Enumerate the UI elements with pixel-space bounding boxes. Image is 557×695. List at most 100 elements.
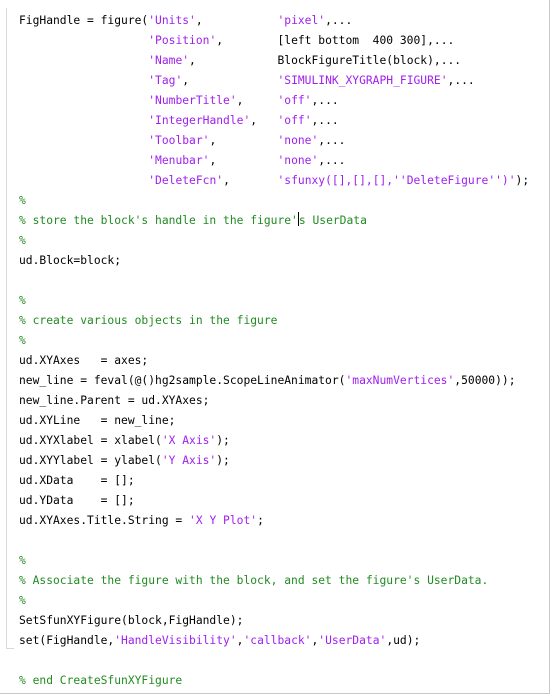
code-text: ,50000)); (454, 374, 516, 387)
code-text: ,... (318, 154, 346, 167)
code-line[interactable]: 'IntegerHandle', 'off',... (19, 111, 543, 131)
code-text (19, 94, 148, 107)
code-text: ; (257, 514, 264, 527)
string-literal: 'none' (277, 134, 319, 147)
code-text: , (223, 174, 278, 187)
string-literal: 'sfunxy([],[],[],''DeleteFigure'')' (277, 174, 516, 187)
code-line[interactable]: % (19, 551, 543, 571)
code-line[interactable]: 'DeleteFcn', 'sfunxy([],[],[],''DeleteFi… (19, 171, 543, 191)
string-literal: 'none' (277, 154, 319, 167)
string-literal: 'HandleVisibility' (114, 634, 237, 647)
code-text: ,... (325, 14, 353, 27)
code-text: ud.XYAxes = axes; (19, 354, 149, 367)
code-line[interactable]: ud.XYAxes.Title.String = 'X Y Plot'; (19, 511, 543, 531)
string-literal: 'Toolbar' (148, 134, 210, 147)
code-text: , (209, 154, 278, 167)
string-literal: 'off' (277, 94, 312, 107)
code-line[interactable]: % store the block's handle in the figure… (19, 211, 543, 231)
comment-text: % (19, 554, 26, 567)
comment-text: % (19, 334, 26, 347)
code-text: ud.Block=block; (19, 254, 122, 267)
code-line[interactable] (19, 531, 543, 551)
code-text: ,... (311, 94, 339, 107)
string-literal: 'Tag' (148, 74, 183, 87)
code-line[interactable]: 'Menubar', 'none',... (19, 151, 543, 171)
string-literal: 'Units' (148, 14, 196, 27)
code-text (19, 54, 148, 67)
code-text: , (195, 14, 278, 27)
fold-end-marker (6, 648, 14, 649)
string-literal: 'IntegerHandle' (148, 114, 251, 127)
code-line[interactable]: ud.Block=block; (19, 251, 543, 271)
code-text: , (209, 134, 278, 147)
code-line[interactable]: % (19, 331, 543, 351)
code-text (19, 34, 148, 47)
string-literal: 'Name' (148, 54, 190, 67)
code-text: SetSfunXYFigure(block,FigHandle); (19, 614, 244, 627)
code-line[interactable]: % (19, 231, 543, 251)
code-text: ud.XYYlabel = ylabel( (19, 454, 162, 467)
code-line[interactable]: 'Tag', 'SIMULINK_XYGRAPH_FIGURE',... (19, 71, 543, 91)
code-line[interactable]: % (19, 191, 543, 211)
code-line[interactable]: % create various objects in the figure (19, 311, 543, 331)
code-line[interactable]: % (19, 591, 543, 611)
code-text: , (182, 74, 278, 87)
string-literal: 'Menubar' (148, 154, 210, 167)
comment-text: % end CreateSfunXYFigure (19, 674, 183, 687)
code-line[interactable]: 'NumberTitle', 'off',... (19, 91, 543, 111)
code-line[interactable]: % (19, 291, 543, 311)
code-line[interactable]: FigHandle = figure('Units', 'pixel',... (19, 11, 543, 31)
code-text: , [left bottom 400 300],... (216, 34, 455, 47)
code-line[interactable]: 'Position', [left bottom 400 300],... (19, 31, 543, 51)
code-text (19, 134, 148, 147)
code-text: , BlockFigureTitle(block),... (189, 54, 462, 67)
code-line[interactable]: ud.XYAxes = axes; (19, 351, 543, 371)
code-text: new_line.Parent = ud.XYAxes; (19, 394, 210, 407)
code-text: ud.XYLine = new_line; (19, 414, 176, 427)
comment-text: s UserData (298, 214, 367, 227)
code-line[interactable] (19, 651, 543, 671)
code-text: ud.XYXlabel = xlabel( (19, 434, 162, 447)
string-literal: 'off' (277, 114, 312, 127)
string-literal: 'SIMULINK_XYGRAPH_FIGURE' (277, 74, 448, 87)
code-line[interactable]: new_line.Parent = ud.XYAxes; (19, 391, 543, 411)
string-literal: 'pixel' (277, 14, 326, 27)
code-line[interactable]: SetSfunXYFigure(block,FigHandle); (19, 611, 543, 631)
code-text: , (236, 634, 244, 647)
string-literal: 'Y Axis' (161, 454, 217, 467)
string-literal: 'callback' (243, 634, 312, 647)
string-literal: 'X Y Plot' (189, 514, 258, 527)
code-line[interactable]: % end CreateSfunXYFigure (19, 671, 543, 691)
code-line[interactable]: 'Toolbar', 'none',... (19, 131, 543, 151)
code-line[interactable]: ud.XYYlabel = ylabel('Y Axis'); (19, 451, 543, 471)
code-text: ud.XYAxes.Title.String = (19, 514, 190, 527)
string-literal: 'Position' (148, 34, 217, 47)
code-text: ud.XData = []; (19, 474, 135, 487)
code-line[interactable]: ud.YData = []; (19, 491, 543, 511)
comment-text: % (19, 294, 26, 307)
code-text (19, 114, 148, 127)
string-literal: 'maxNumVertices' (345, 374, 455, 387)
code-area[interactable]: FigHandle = figure('Units', 'pixel',... … (19, 11, 543, 691)
code-line[interactable]: 'Name', BlockFigureTitle(block),... (19, 51, 543, 71)
code-line[interactable]: ud.XData = []; (19, 471, 543, 491)
code-text: ,... (311, 114, 339, 127)
code-line[interactable]: ud.XYLine = new_line; (19, 411, 543, 431)
code-text: ,... (318, 134, 346, 147)
comment-text: % (19, 234, 26, 247)
code-text: ud.YData = []; (19, 494, 135, 507)
code-line[interactable]: ud.XYXlabel = xlabel('X Axis'); (19, 431, 543, 451)
comment-text: % create various objects in the figure (19, 314, 278, 327)
code-text: new_line = feval(@()hg2sample.ScopeLineA… (19, 374, 346, 387)
code-line[interactable]: set(FigHandle,'HandleVisibility','callba… (19, 631, 543, 651)
string-literal: 'NumberTitle' (148, 94, 237, 107)
comment-text: % store the block's handle in the figure… (19, 214, 298, 227)
code-line[interactable]: new_line = feval(@()hg2sample.ScopeLineA… (19, 371, 543, 391)
code-text: , (250, 114, 278, 127)
code-text: ,... (447, 74, 475, 87)
code-text (19, 174, 148, 187)
code-line[interactable]: % Associate the figure with the block, a… (19, 571, 543, 591)
code-line[interactable] (19, 271, 543, 291)
code-text (19, 74, 148, 87)
